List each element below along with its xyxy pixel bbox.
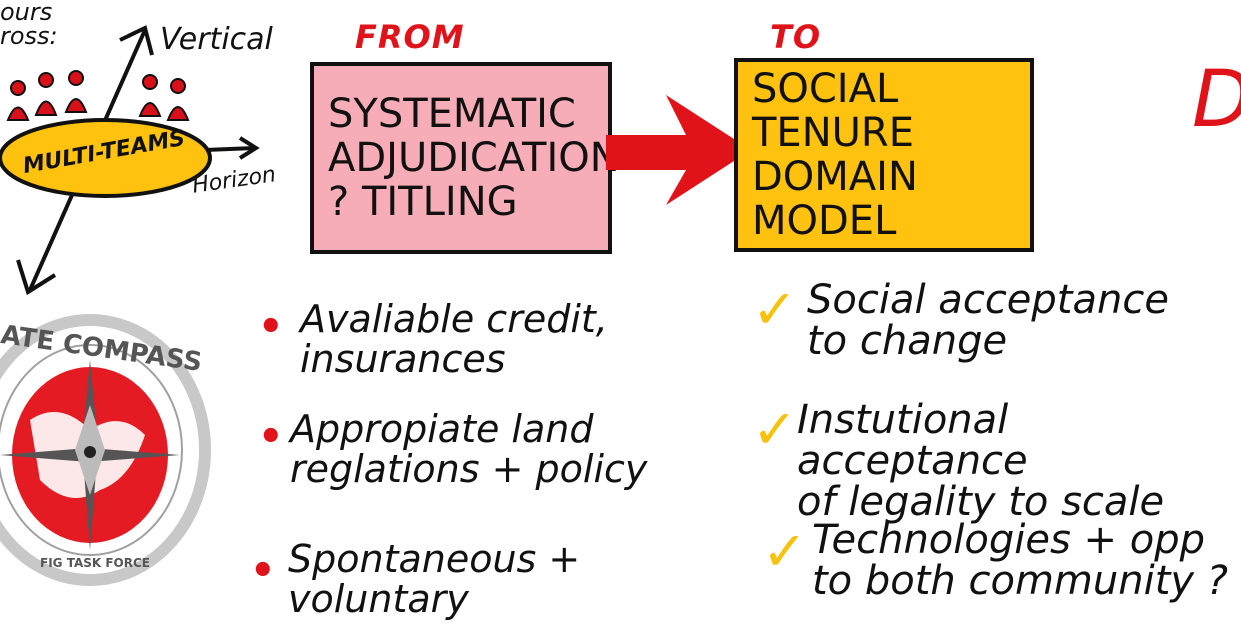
from-box-text: SYSTEMATIC ADJUDICATION ? TITLING — [328, 91, 620, 225]
left-bullet-list: • Avaliable credit, insurances • Appropi… — [250, 297, 710, 636]
right-check-list: ✓ Social acceptance to change ✓ Instutio… — [752, 277, 1241, 636]
compass-seal-icon — [0, 314, 211, 586]
bullet-text: Avaliable credit, insurances — [300, 297, 608, 381]
vertical-axis-label: Vertical — [160, 22, 273, 57]
from-label: FROM — [355, 18, 465, 56]
climate-compass-logo: ATE COMPASS FIG TASK FORCE — [0, 310, 220, 610]
check-text: Social acceptance to change — [807, 277, 1169, 364]
right-partial-letter: D — [1192, 55, 1241, 145]
checkmark-icon: ✓ — [752, 398, 798, 461]
bullet-icon: • — [258, 414, 284, 460]
checkmark-icon: ✓ — [762, 520, 808, 583]
check-text: Instutional acceptance of legality to sc… — [797, 397, 1165, 525]
to-box-text: SOCIAL TENURE DOMAIN MODEL — [752, 66, 918, 244]
check-text: Technologies + opp to both community ? — [812, 517, 1228, 604]
bullet-icon: • — [250, 548, 276, 594]
to-label: TO — [770, 18, 822, 56]
logo-bottom-text: FIG TASK FORCE — [40, 556, 150, 570]
from-box: SYSTEMATIC ADJUDICATION ? TITLING — [310, 62, 620, 254]
bullet-icon: • — [258, 304, 284, 350]
right-partial-marks — [1225, 150, 1241, 250]
checkmark-icon: ✓ — [752, 278, 798, 341]
header-partial-text: ours ross: — [0, 0, 58, 50]
bullet-text: Spontaneous + voluntary — [288, 537, 581, 621]
transition-arrow — [606, 95, 751, 205]
bullet-text: Appropiate land reglations + policy — [290, 407, 648, 491]
multi-team-diagram — [0, 25, 260, 296]
to-box: SOCIAL TENURE DOMAIN MODEL — [734, 58, 1034, 252]
